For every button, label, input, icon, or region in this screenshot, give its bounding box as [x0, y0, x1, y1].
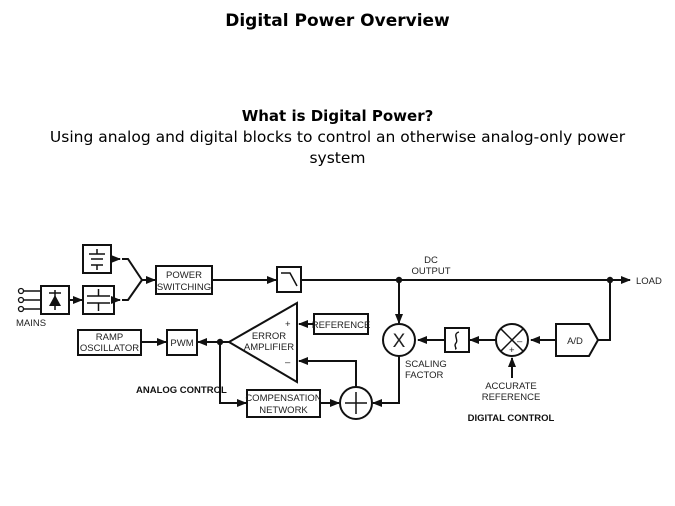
slide-description: Using analog and digital blocks to contr…	[49, 128, 626, 167]
error-amplifier-label-2: AMPLIFIER	[244, 342, 294, 353]
ramp-oscillator-block: RAMP OSCILLATOR	[77, 329, 142, 356]
mains-label: MAINS	[16, 318, 46, 329]
mains-terminals	[17, 287, 41, 313]
digital-minus-sign: –	[517, 336, 523, 347]
scaling-factor-label-2: FACTOR	[405, 370, 443, 381]
accurate-reference-label-1: ACCURATE	[485, 381, 537, 392]
pwm-label: PWM	[170, 338, 193, 349]
accurate-reference-label-2: REFERENCE	[482, 392, 541, 403]
slide-subtitle: What is Digital Power?	[241, 107, 434, 125]
error-amplifier-plus: +	[285, 319, 291, 330]
battery-block	[82, 244, 112, 274]
ad-label: A/D	[567, 336, 583, 347]
battery-icon	[89, 249, 105, 270]
power-switching-block: POWER SWITCHING	[155, 265, 213, 295]
dc-output-label-2: OUTPUT	[411, 266, 450, 277]
dc-output-label-1: DC	[424, 255, 438, 266]
ramp-oscillator-label-2: OSCILLATOR	[80, 343, 139, 354]
analog-control-label: ANALOG CONTROL	[136, 385, 227, 396]
filter-block	[276, 266, 302, 293]
integrator-icon	[454, 331, 460, 350]
diode-icon	[49, 290, 61, 310]
capacitor-block	[82, 285, 115, 315]
compensation-label-1: COMPENSATION	[245, 393, 321, 404]
digital-control-label: DIGITAL CONTROL	[468, 413, 555, 424]
error-amplifier-label-1: ERROR	[252, 331, 286, 342]
digital-filter-block	[444, 327, 470, 353]
digital-plus-sign: +	[509, 345, 515, 356]
rectifier-block	[40, 285, 70, 315]
capacitor-icon	[87, 289, 110, 311]
power-switching-label-1: POWER	[166, 270, 202, 281]
reference-block: REFERENCE	[312, 313, 371, 335]
multiplier-block: X	[382, 323, 416, 357]
lowpass-filter-icon	[281, 272, 298, 287]
multiplier-symbol: X	[393, 331, 406, 352]
digital-summing-junction: – +	[495, 323, 529, 357]
compensation-network-block: COMPENSATION NETWORK	[245, 389, 322, 418]
load-label: LOAD	[636, 276, 662, 287]
ramp-oscillator-label-1: RAMP	[96, 332, 123, 343]
compensation-label-2: NETWORK	[259, 405, 308, 416]
analog-summing-junction	[339, 386, 373, 420]
reference-label: REFERENCE	[312, 320, 371, 331]
pwm-block: PWM	[166, 329, 198, 356]
error-amplifier-minus: –	[285, 357, 291, 368]
slide-title: Digital Power Overview	[225, 11, 450, 31]
error-amplifier-block: ERROR AMPLIFIER + –	[227, 301, 298, 384]
ad-converter-block: A/D	[555, 323, 600, 357]
power-switching-label-2: SWITCHING	[157, 282, 211, 293]
scaling-factor-label-1: SCALING	[405, 359, 447, 370]
